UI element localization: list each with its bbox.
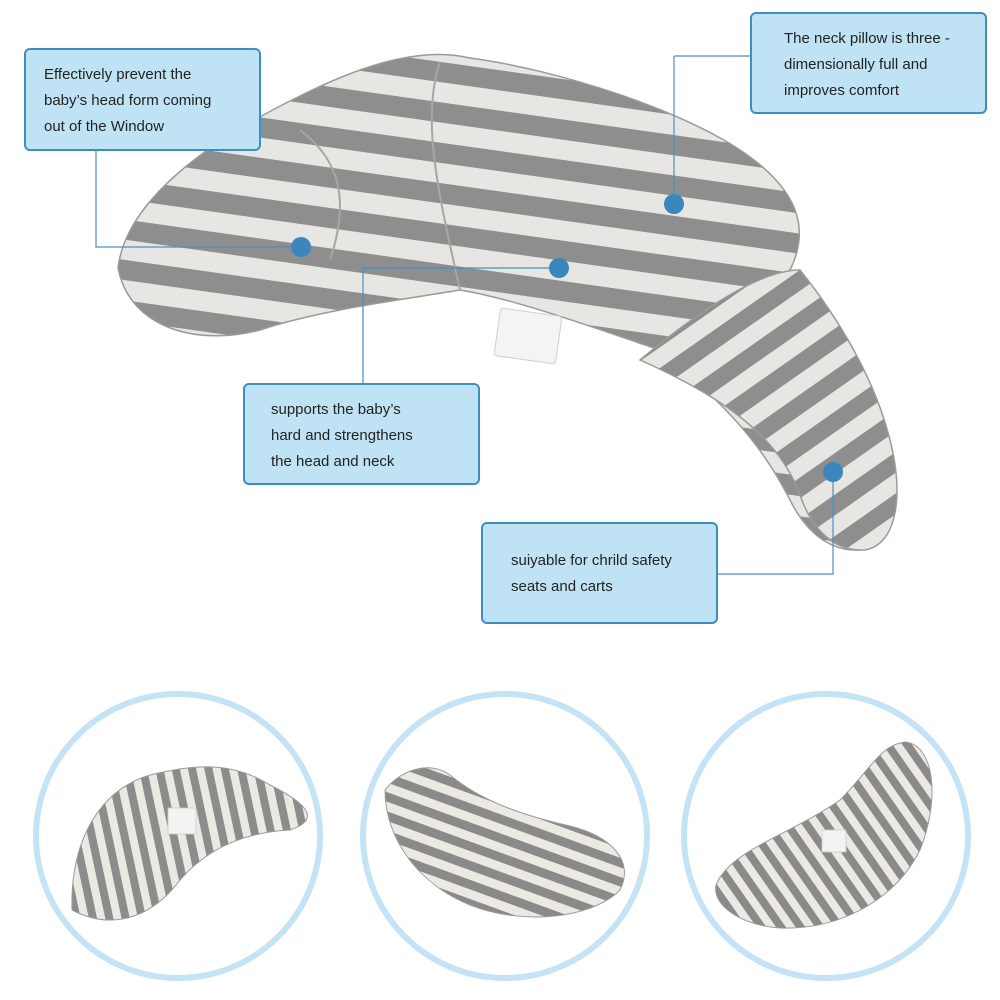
connector-lines bbox=[95, 55, 834, 575]
callout-text-line: suiyable for chrild safety bbox=[511, 552, 672, 569]
callout-text-line: Effectively prevent the bbox=[44, 66, 192, 83]
pillow-view-circle-right bbox=[681, 691, 971, 981]
marker-dot-seats bbox=[823, 462, 843, 482]
callout-text-line: The neck pillow is three - bbox=[784, 30, 950, 47]
callout-text-line: improves comfort bbox=[784, 82, 900, 99]
marker-dot-support bbox=[549, 258, 569, 278]
callout-head-neck-support: supports the baby’s hard and strengthens… bbox=[243, 383, 480, 485]
callout-text-line: seats and carts bbox=[511, 578, 613, 595]
callout-text-line: out of the Window bbox=[44, 118, 165, 135]
callout-safety-seats: suiyable for chrild safety seats and car… bbox=[481, 522, 718, 624]
callout-text-line: the head and neck bbox=[271, 453, 395, 470]
callout-window-protection: Effectively prevent the baby’s head form… bbox=[24, 48, 261, 151]
callout-comfort: The neck pillow is three - dimensionally… bbox=[750, 12, 987, 114]
marker-dots bbox=[291, 194, 843, 482]
pillow-view-circle-center bbox=[360, 691, 650, 981]
marker-dot-comfort bbox=[664, 194, 684, 214]
marker-dot-window bbox=[291, 237, 311, 257]
callout-text-line: hard and strengthens bbox=[271, 427, 413, 444]
callout-text-line: dimensionally full and bbox=[784, 56, 928, 73]
pillow-view-circle-left bbox=[33, 691, 323, 981]
callout-text-line: supports the baby’s bbox=[271, 401, 401, 418]
callout-text-line: baby’s head form coming bbox=[44, 92, 212, 109]
care-label bbox=[493, 307, 563, 365]
